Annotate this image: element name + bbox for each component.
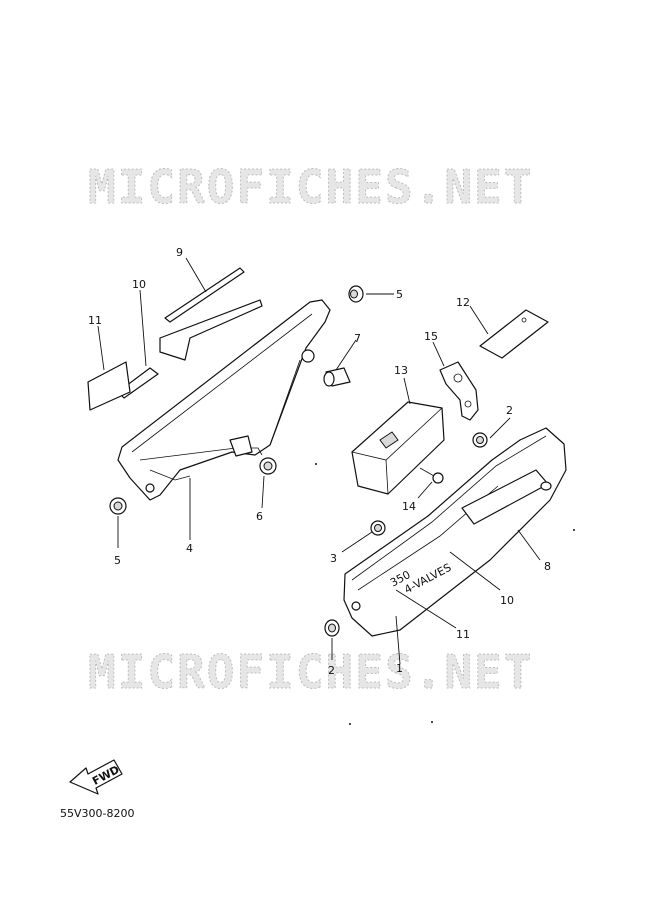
callout-7: 7 (354, 332, 361, 345)
part-12-decal (479, 309, 549, 359)
callout-2-upper: 2 (506, 404, 513, 417)
leader-lines (97, 257, 541, 665)
callout-10-right: 10 (500, 594, 514, 607)
part-13-tool-box (351, 401, 445, 495)
fwd-arrow-icon (69, 759, 123, 795)
watermark-top: MICROFICHES.NET (88, 160, 533, 214)
callout-2-lower: 2 (328, 664, 335, 677)
part-6-grommet (259, 457, 277, 475)
part-15-bracket (439, 361, 479, 421)
callout-1: 1 (396, 662, 403, 675)
figure-code: 55V300-8200 (60, 807, 134, 820)
part-1-side-cover-assembly (343, 427, 567, 637)
part-7-damper (323, 367, 351, 387)
part-3-grommet (370, 520, 386, 536)
part-11-decal (87, 361, 131, 411)
callout-13: 13 (394, 364, 408, 377)
callout-9: 9 (176, 246, 183, 259)
callout-15: 15 (424, 330, 438, 343)
callout-11-right: 11 (456, 628, 470, 641)
callout-8: 8 (544, 560, 551, 573)
watermark-bottom: MICROFICHES.NET (88, 645, 533, 699)
part-2-grommet-lower (324, 619, 340, 637)
callout-10-left: 10 (132, 278, 146, 291)
callout-6: 6 (256, 510, 263, 523)
part-5-grommet-lower (109, 497, 127, 515)
callout-3: 3 (330, 552, 337, 565)
part-5-grommet-upper (348, 285, 364, 303)
part-2-grommet-upper (472, 432, 488, 448)
callout-12: 12 (456, 296, 470, 309)
callout-4: 4 (186, 542, 193, 555)
callout-5-lower: 5 (114, 554, 121, 567)
callout-5-upper: 5 (396, 288, 403, 301)
callout-14: 14 (402, 500, 416, 513)
part-9-decal (159, 267, 263, 361)
part-14-screw (419, 467, 444, 484)
callout-11-left: 11 (88, 314, 102, 327)
part-4-side-cover (117, 299, 331, 501)
